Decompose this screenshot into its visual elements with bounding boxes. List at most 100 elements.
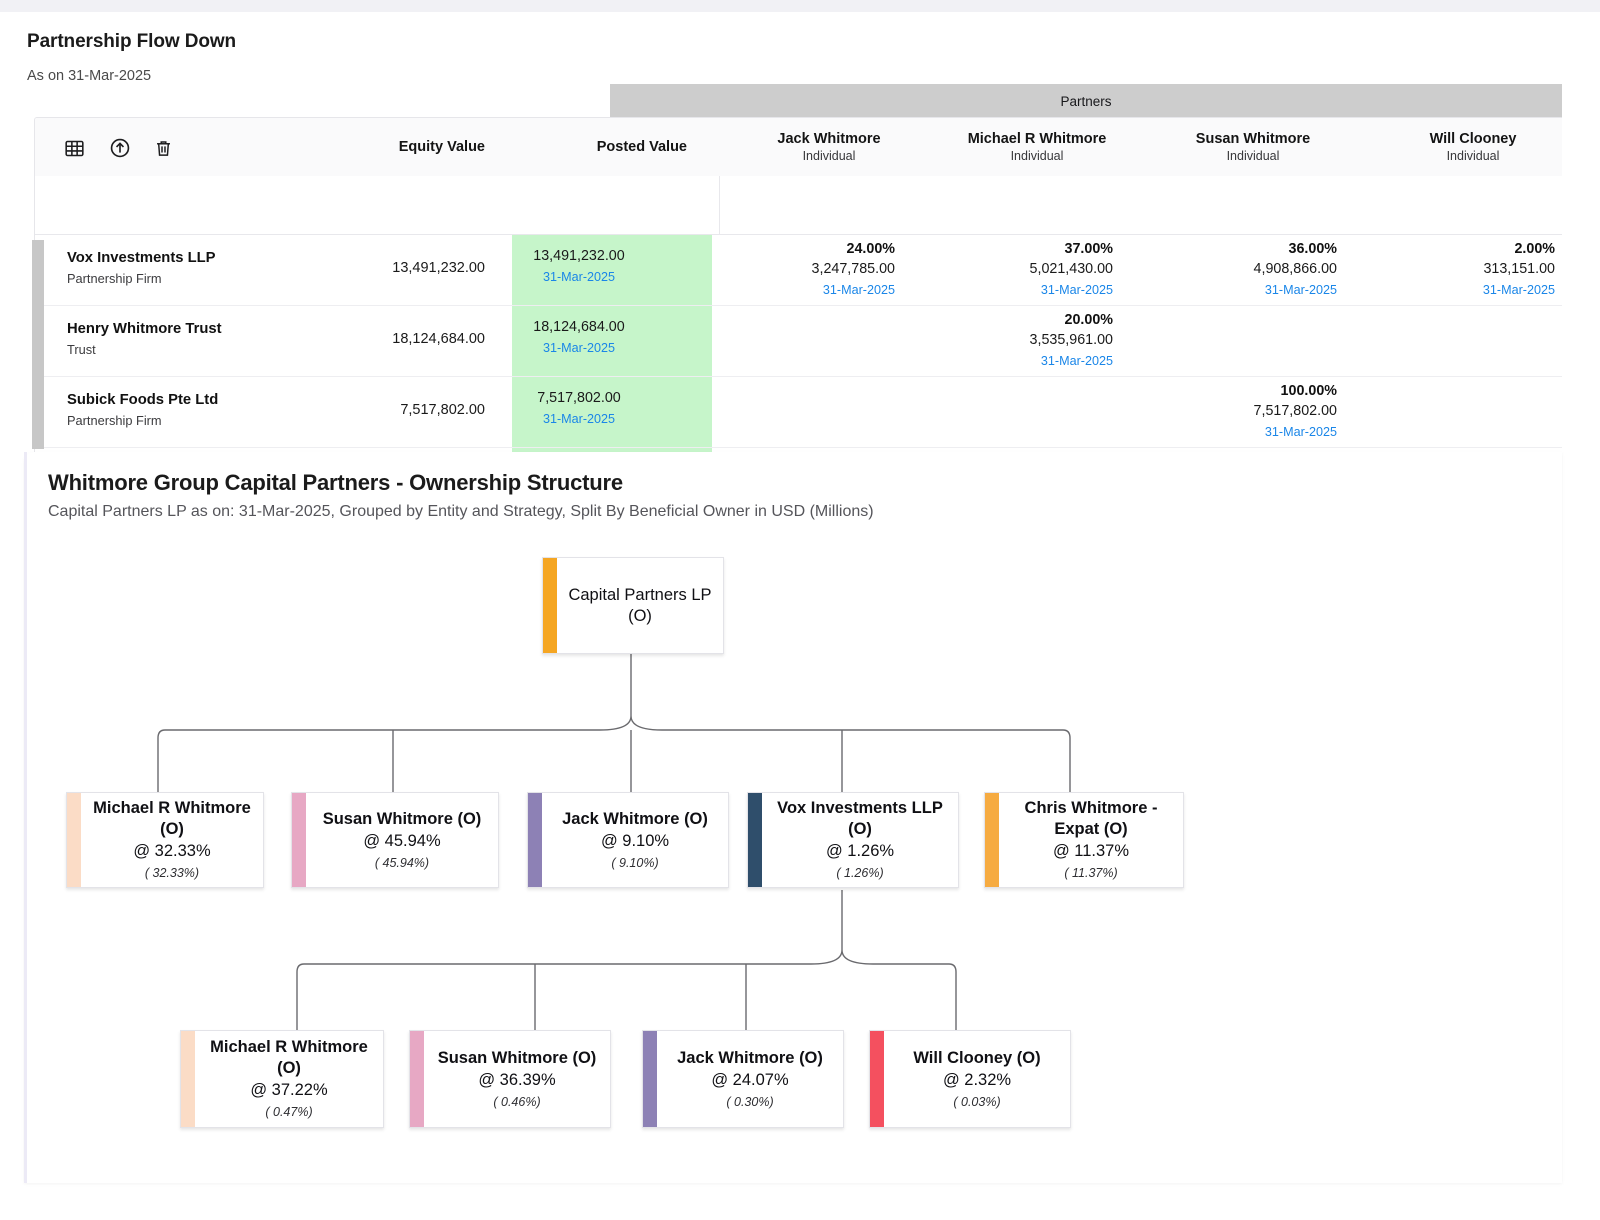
node-effective-pct: ( 32.33%) (144, 866, 200, 880)
node-label-line1: Will Clooney (O) (913, 1048, 1041, 1067)
partners-group-band: Partners (610, 84, 1562, 118)
node-effective-pct: ( 1.26%) (836, 866, 884, 880)
row-equity-value: 18,124,684.00 (392, 331, 485, 347)
ownership-title: Whitmore Group Capital Partners - Owners… (48, 470, 623, 495)
row-entity-name: Vox Investments LLP (67, 250, 216, 266)
row-equity-value: 7,517,802.00 (400, 402, 485, 418)
node-body: Michael R Whitmore (O) @ 32.33% ( 32.33%… (81, 793, 263, 887)
grid-header-row (35, 176, 1562, 235)
node-body: Will Clooney (O) @ 2.32% ( 0.03%) (884, 1031, 1070, 1127)
row-partner-cell-2: 36.00% 4,908,866.00 31-Mar-2025 (1253, 241, 1337, 297)
node-label-line1: Jack Whitmore (O) (677, 1048, 823, 1067)
row-partner-cell-1: 37.00% 5,021,430.00 31-Mar-2025 (1029, 241, 1113, 297)
tree-node-root[interactable]: Capital Partners LP (O) (542, 557, 724, 654)
node-body: Vox Investments LLP (O) @ 1.26% ( 1.26%) (762, 793, 958, 887)
node-pct: @ 9.10% (600, 831, 670, 850)
row-entity-name: Henry Whitmore Trust (67, 321, 222, 337)
tree-node-l3-0[interactable]: Michael R Whitmore (O) @ 37.22% ( 0.47%) (180, 1030, 384, 1128)
column-header-partner-0[interactable]: Jack Whitmore Individual (777, 130, 881, 163)
node-body: Michael R Whitmore (O) @ 37.22% ( 0.47%) (195, 1031, 383, 1127)
node-color-bar (870, 1031, 884, 1127)
node-label-line2: (O) (160, 820, 184, 838)
node-label-line1: Jack Whitmore (O) (562, 809, 708, 828)
column-header-posted-value[interactable]: Posted Value (596, 139, 687, 155)
node-label-line1: Susan Whitmore (O) (322, 809, 482, 828)
row-entity-type: Partnership Firm (67, 413, 162, 428)
node-label-line2: Expat (O) (1054, 820, 1128, 838)
node-label-line1: Capital Partners LP (568, 585, 712, 604)
node-body: Capital Partners LP (O) (557, 558, 723, 653)
row-partner-cell-1: 20.00% 3,535,961.00 31-Mar-2025 (1029, 312, 1113, 368)
tree-node-l2-0[interactable]: Michael R Whitmore (O) @ 32.33% ( 32.33%… (66, 792, 264, 888)
node-color-bar (410, 1031, 424, 1127)
node-label-line1: Michael R Whitmore (93, 799, 251, 817)
node-effective-pct: ( 9.10%) (611, 855, 659, 870)
row-entity-type: Partnership Firm (67, 271, 162, 286)
node-pct: @ 37.22% (250, 1081, 328, 1099)
column-header-equity-value[interactable]: Equity Value (398, 139, 485, 155)
node-body: Susan Whitmore (O) @ 45.94% ( 45.94%) (306, 793, 498, 887)
node-effective-pct: ( 0.30%) (726, 1094, 774, 1109)
column-header-partner-3[interactable]: Will Clooney Individual (1429, 130, 1517, 163)
partners-group-label: Partners (1060, 93, 1112, 109)
node-pct: @ 36.39% (478, 1070, 556, 1089)
node-pct: @ 32.33% (133, 842, 211, 860)
tree-node-l2-4[interactable]: Chris Whitmore - Expat (O) @ 11.37% ( 11… (984, 792, 1184, 888)
node-pct: @ 11.37% (1052, 842, 1130, 860)
node-body: Chris Whitmore - Expat (O) @ 11.37% ( 11… (999, 793, 1183, 887)
node-label-line2: (O) (628, 606, 652, 625)
node-label-line2: (O) (277, 1059, 301, 1077)
node-effective-pct: ( 0.03%) (953, 1094, 1001, 1109)
row-posted-value: 18,124,684.00 31-Mar-2025 (533, 319, 625, 355)
node-label-line1: Susan Whitmore (O) (437, 1048, 597, 1067)
node-effective-pct: ( 0.47%) (265, 1105, 313, 1119)
node-effective-pct: ( 45.94%) (374, 855, 430, 870)
section-accent-bar (24, 452, 27, 1183)
header-divider (719, 176, 720, 234)
row-equity-value: 13,491,232.00 (392, 260, 485, 276)
export-up-icon[interactable] (107, 135, 133, 161)
node-color-bar (292, 793, 306, 887)
posted-value-highlight-column (512, 234, 712, 454)
table-row[interactable]: Vox Investments LLP Partnership Firm 13,… (35, 234, 1562, 306)
node-pct: @ 45.94% (363, 831, 441, 850)
node-label-line1: Chris Whitmore - (1024, 799, 1158, 817)
table-view-icon[interactable] (61, 135, 87, 161)
tree-node-l2-2[interactable]: Jack Whitmore (O) @ 9.10% ( 9.10%) (527, 792, 729, 888)
node-color-bar (528, 793, 542, 887)
ownership-subtitle: Capital Partners LP as on: 31-Mar-2025, … (48, 503, 874, 520)
node-color-bar (748, 793, 762, 887)
node-body: Jack Whitmore (O) @ 9.10% ( 9.10%) (542, 793, 728, 887)
row-posted-value: 13,491,232.00 31-Mar-2025 (533, 248, 625, 284)
tree-node-l3-1[interactable]: Susan Whitmore (O) @ 36.39% ( 0.46%) (409, 1030, 611, 1128)
row-partner-cell-3: 2.00% 313,151.00 31-Mar-2025 (1482, 241, 1555, 297)
page-top-strip (0, 0, 1600, 12)
node-body: Jack Whitmore (O) @ 24.07% ( 0.30%) (657, 1031, 843, 1127)
tree-node-l2-3[interactable]: Vox Investments LLP (O) @ 1.26% ( 1.26%) (747, 792, 959, 888)
partnership-flow-down-section: Partnership Flow Down As on 31-Mar-2025 … (24, 12, 1562, 454)
ownership-structure-section: Whitmore Group Capital Partners - Owners… (24, 452, 1562, 1183)
row-posted-value: 7,517,802.00 31-Mar-2025 (537, 390, 621, 426)
column-header-partner-1[interactable]: Michael R Whitmore Individual (967, 130, 1107, 163)
delete-trash-icon[interactable] (150, 135, 176, 161)
node-pct: @ 1.26% (825, 842, 895, 860)
flow-down-grid: Equity Value Posted Value Jack Whitmore … (34, 117, 1562, 454)
tree-node-l2-1[interactable]: Susan Whitmore (O) @ 45.94% ( 45.94%) (291, 792, 499, 888)
node-color-bar (643, 1031, 657, 1127)
row-entity-type: Trust (67, 342, 96, 357)
table-row[interactable]: Henry Whitmore Trust Trust 18,124,684.00… (35, 305, 1562, 377)
ownership-tree: Capital Partners LP (O) Michael R Whitmo… (24, 452, 1562, 1183)
table-row[interactable]: Subick Foods Pte Ltd Partnership Firm 7,… (35, 376, 1562, 448)
row-entity-name: Subick Foods Pte Ltd (67, 392, 219, 408)
vertical-scrollbar-thumb[interactable] (32, 240, 44, 449)
node-label-line1: Michael R Whitmore (210, 1038, 368, 1056)
node-pct: @ 24.07% (711, 1070, 789, 1089)
row-partner-cell-0: 24.00% 3,247,785.00 31-Mar-2025 (811, 241, 895, 297)
tree-node-l3-3[interactable]: Will Clooney (O) @ 2.32% ( 0.03%) (869, 1030, 1071, 1128)
column-header-partner-2[interactable]: Susan Whitmore Individual (1195, 130, 1311, 163)
node-label-line1: Vox Investments LLP (777, 799, 943, 817)
node-color-bar (985, 793, 999, 887)
tree-node-l3-2[interactable]: Jack Whitmore (O) @ 24.07% ( 0.30%) (642, 1030, 844, 1128)
page-subtitle: As on 31-Mar-2025 (27, 68, 152, 84)
node-color-bar (543, 558, 557, 653)
